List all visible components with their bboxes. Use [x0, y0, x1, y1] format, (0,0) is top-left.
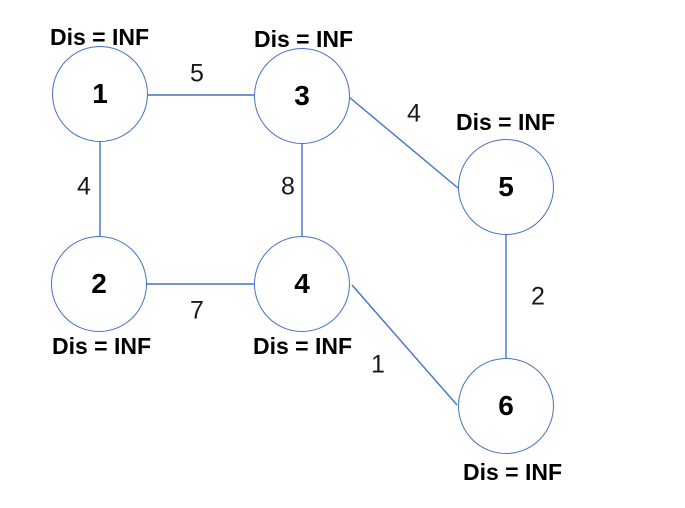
node-5-label: 5 — [498, 171, 514, 202]
node-1-label: 1 — [92, 78, 108, 109]
node-1-distance-label: Dis = INF — [50, 24, 150, 50]
node-2-label: 2 — [91, 268, 107, 299]
node-3-label: 3 — [294, 80, 310, 111]
edge-3-5 — [348, 96, 459, 189]
edge-3-4-weight: 8 — [281, 172, 295, 201]
node-3-distance-label: Dis = INF — [254, 26, 354, 52]
graph-node-6: 6 — [458, 358, 554, 454]
graph-node-1: 1 — [52, 46, 148, 142]
graph-node-3: 3 — [254, 48, 350, 144]
node-4-label: 4 — [294, 268, 310, 299]
node-5-distance-label: Dis = INF — [456, 109, 556, 135]
graph-node-2: 2 — [51, 236, 147, 332]
node-6-label: 6 — [498, 390, 514, 421]
graph-node-5: 5 — [458, 139, 554, 235]
edge-3-5-weight: 4 — [407, 99, 421, 128]
edge-4-6-weight: 1 — [371, 350, 385, 379]
edge-1-3-weight: 5 — [190, 59, 204, 88]
node-4-distance-label: Dis = INF — [253, 333, 353, 359]
edge-5-6-weight: 2 — [531, 282, 545, 311]
node-6-distance-label: Dis = INF — [463, 459, 563, 485]
graph-node-4: 4 — [254, 236, 350, 332]
node-2-distance-label: Dis = INF — [52, 333, 152, 359]
edge-1-2-weight: 4 — [77, 172, 91, 201]
edge-4-6 — [351, 284, 458, 406]
edge-2-4-weight: 7 — [190, 296, 204, 325]
